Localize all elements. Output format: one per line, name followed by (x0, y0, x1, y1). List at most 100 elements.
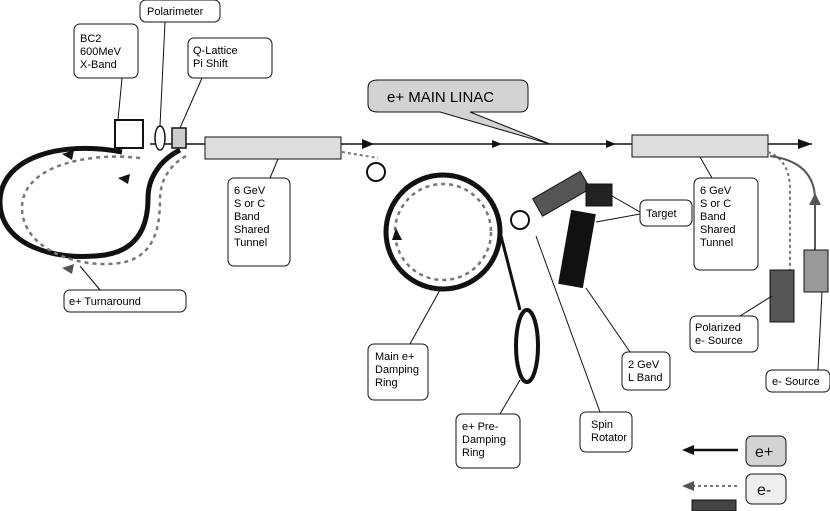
pre-damping-feed (498, 231, 522, 311)
label-line: Tunnel (700, 237, 733, 249)
label-line: e+ MAIN LINAC (387, 89, 494, 106)
label-line: Shared (700, 224, 735, 236)
turnaround-label: e+ Turnaround (69, 296, 141, 308)
label-line: Ring (462, 447, 485, 459)
arrowhead-icon (798, 139, 812, 149)
arrowhead-icon (62, 264, 74, 274)
arrowhead-icon (606, 140, 616, 148)
target-component (585, 183, 613, 207)
circle-marker-icon (510, 210, 530, 230)
polarized-source-component (769, 269, 795, 323)
label-line: Damping (462, 434, 506, 446)
polarimeter-component (154, 125, 166, 151)
label-line: Polarimeter (147, 6, 204, 18)
label-line: Target (646, 208, 677, 220)
turnaround-loop-dashed (20, 154, 187, 266)
arrowhead-icon (809, 193, 821, 205)
main-damping-ring-pointer (409, 289, 441, 345)
shared-tunnel-right-callout (693, 177, 759, 271)
pre-damping-ring-pointer (499, 379, 521, 415)
polarimeter-pointer (159, 21, 166, 127)
main-linac-callout (367, 79, 551, 145)
label-line: 2 GeV (628, 359, 660, 371)
arrowhead-icon (362, 139, 374, 149)
label-line: e+ Pre- (462, 421, 499, 433)
label-line: S or C (234, 198, 265, 210)
legend-positron-label: e+ (755, 444, 773, 461)
arrowhead-icon (492, 140, 502, 148)
e-source-line (769, 155, 816, 250)
arrowhead-icon (682, 445, 694, 455)
target-pointer (595, 195, 641, 223)
polarized-source-callout (689, 315, 759, 353)
target-label: Target (646, 208, 677, 220)
label-line: X-Band (80, 59, 117, 71)
arrowhead-icon (118, 174, 130, 184)
label-line: Damping (375, 364, 419, 376)
legend-component-swatch (691, 499, 737, 511)
pre-damping-ring-callout (455, 413, 521, 469)
label-line: 600MeV (80, 46, 122, 58)
main-damping-ring-dashed (393, 182, 493, 282)
polarized-source-pointer (739, 295, 773, 317)
shared-tunnel-right-box (631, 134, 769, 158)
bc2-callout (73, 23, 139, 79)
label-line: BC2 (80, 33, 101, 45)
label-line: 6 GeV (700, 185, 732, 197)
turnaround-callout (63, 289, 187, 313)
label-line: Tunnel (234, 237, 267, 249)
label-line: Band (234, 211, 260, 223)
l-band-callout (621, 351, 671, 391)
spin-rotator-component (531, 170, 591, 217)
e-source-pointer (817, 291, 823, 371)
shared-tunnel-left-pointer (269, 158, 279, 179)
target-callout (639, 199, 693, 227)
q-lattice-component (171, 127, 187, 149)
e-source-label: e- Source (772, 376, 820, 388)
spin-rotator-callout (579, 411, 633, 453)
main-linac-label: e+ MAIN LINAC (387, 89, 494, 106)
turnaround-loop-solid (0, 145, 182, 260)
label-line: Ring (375, 377, 398, 389)
q-lattice-pointer (179, 77, 203, 129)
arrowhead-icon (682, 481, 694, 491)
main-damping-ring (383, 172, 503, 292)
shared-tunnel-left-callout (227, 177, 291, 267)
label-line: Main e+ (375, 351, 414, 363)
bc2-pointer (117, 77, 123, 121)
label-line: 6 GeV (234, 185, 266, 197)
turnaround-pointer (79, 265, 101, 291)
label-line: e- Source (695, 335, 743, 347)
e-source-component (803, 249, 829, 293)
legend-electron-label: e- (757, 482, 771, 499)
polarized-source-dotted-line (767, 151, 791, 272)
arrowhead-icon (392, 228, 402, 240)
label-line: Rotator (591, 432, 627, 444)
arrowhead-icon (62, 150, 74, 160)
label-line: Q-Lattice (193, 45, 238, 57)
label-line: S or C (700, 198, 731, 210)
shared-tunnel-left-box (204, 136, 342, 160)
polarimeter-label: Polarimeter (147, 6, 204, 18)
bc2-component (114, 119, 144, 149)
label-line: e+ Turnaround (69, 296, 141, 308)
legend-positron-box (745, 435, 787, 467)
label-line: Pi Shift (193, 58, 228, 70)
spin-rotator-pointer (535, 235, 601, 413)
polarimeter-callout (139, 0, 221, 23)
main-damping-ring-callout (367, 343, 429, 401)
e-source-callout (765, 369, 830, 393)
electron-dotted-line (341, 151, 379, 159)
shared-tunnel-right-pointer (699, 156, 713, 179)
label-line: Shared (234, 224, 269, 236)
label-line: e- Source (772, 376, 820, 388)
legend-electron-box (745, 473, 787, 505)
